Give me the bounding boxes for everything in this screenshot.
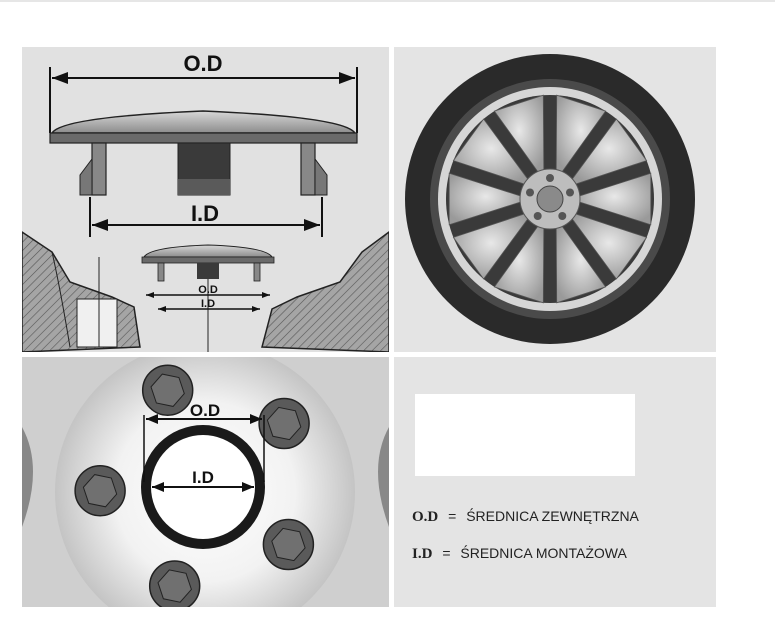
blank-box (415, 394, 635, 476)
center-cap-side-icon: O.D I.D O.D (22, 51, 389, 352)
legend-id-abbr: I.D (412, 546, 433, 562)
legend-od-abbr: O.D (412, 509, 439, 525)
top-divider (0, 0, 775, 2)
id-top-label: I.D (192, 468, 214, 487)
alloy-wheel-icon (405, 54, 695, 344)
lug-nut-icon (262, 518, 315, 571)
wheel-panel (394, 47, 716, 352)
od-small-label: O.D (198, 284, 218, 296)
od-label: O.D (183, 51, 222, 76)
lug-nut-icon (148, 560, 201, 607)
id-small-label: I.D (201, 298, 215, 310)
od-top-label: O.D (190, 401, 220, 420)
lug-nut-icon (74, 464, 126, 517)
id-label: I.D (191, 201, 219, 226)
lug-nut-icon (258, 397, 310, 450)
hub-top-view-icon: O.D I.D (22, 357, 389, 607)
legend-od-text: ŚREDNICA ZEWNĘTRZNA (466, 508, 639, 524)
legend-panel: O.D = ŚREDNICA ZEWNĘTRZNA I.D = ŚREDNICA… (394, 357, 716, 607)
lug-hole (526, 188, 534, 197)
lug-hole (533, 212, 542, 220)
legend-id-text: ŚREDNICA MONTAŻOWA (460, 545, 627, 561)
legend-od-row: O.D = ŚREDNICA ZEWNĘTRZNA (412, 508, 639, 526)
cap-side-view-panel: O.D I.D O.D (22, 47, 389, 352)
lug-hole (566, 188, 574, 197)
lug-nut-icon (141, 364, 194, 416)
lug-hole (558, 212, 567, 220)
legend-id-row: I.D = ŚREDNICA MONTAŻOWA (412, 545, 627, 563)
legend-od-equals: = (448, 508, 457, 524)
lug-hole (546, 174, 554, 182)
legend-id-equals: = (442, 545, 451, 561)
hub-top-view-panel: O.D I.D (22, 357, 389, 607)
